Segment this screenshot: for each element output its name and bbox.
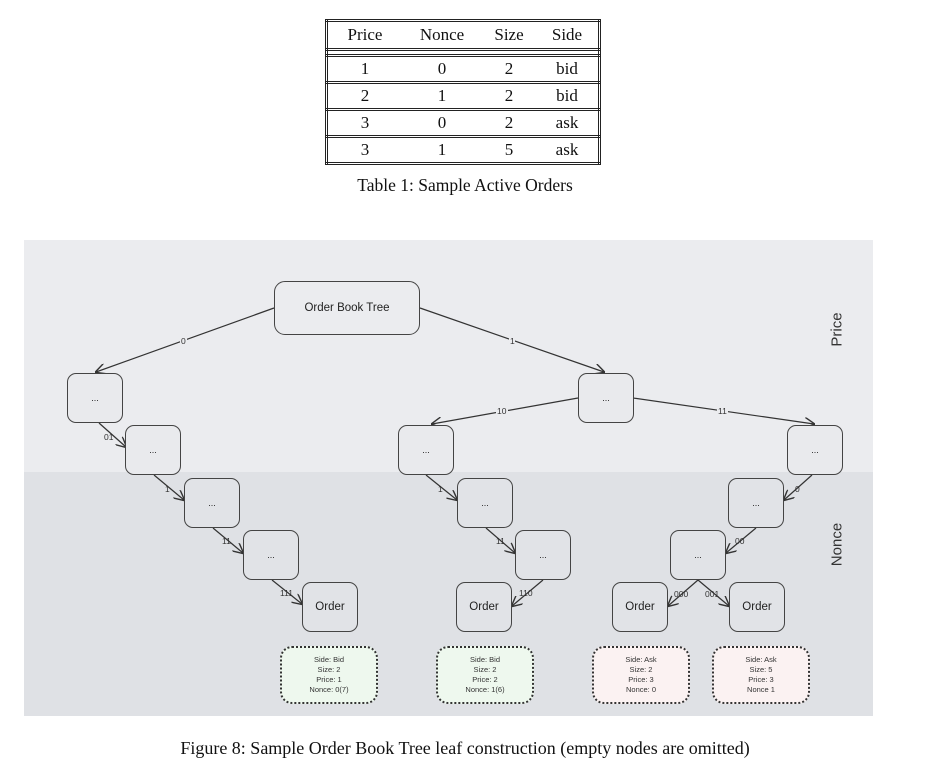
cell-nonce: 1 xyxy=(437,140,447,159)
cell-size: 2 xyxy=(504,86,514,105)
cell-side: ask xyxy=(555,140,579,159)
inner-node: ... xyxy=(243,530,299,580)
leaf-size: Size: 2 xyxy=(473,665,497,674)
nonce-band-label: Nonce xyxy=(828,522,846,567)
root-node-order-book-tree: Order Book Tree xyxy=(274,281,420,335)
cell-side: ask xyxy=(555,113,579,132)
leaf-price: Price: 1 xyxy=(316,675,342,684)
leaf-side: Side: Bid xyxy=(313,655,345,664)
inner-node: ... xyxy=(457,478,513,528)
column-header-size: Size xyxy=(494,25,524,44)
sample-orders-table-wrap: Price Nonce Size Side 1 0 2 bid 2 1 2 bi… xyxy=(325,19,601,165)
cell-nonce: 0 xyxy=(437,113,447,132)
leaf-order-details: Side: Ask Size: 2 Price: 3 Nonce: 0 xyxy=(592,646,690,704)
table-row: 3 1 5 ask xyxy=(326,136,600,164)
cell-nonce: 1 xyxy=(437,86,447,105)
inner-node: ... xyxy=(125,425,181,475)
leaf-nonce: Nonce: 0(7) xyxy=(309,685,349,694)
inner-node: ... xyxy=(398,425,454,475)
leaf-side: Side: Ask xyxy=(745,655,777,664)
figure-caption: Figure 8: Sample Order Book Tree leaf co… xyxy=(180,738,750,758)
inner-node: ... xyxy=(578,373,634,423)
table-row: 3 0 2 ask xyxy=(326,109,600,137)
leaf-side: Side: Ask xyxy=(625,655,657,664)
cell-side: bid xyxy=(556,59,578,78)
leaf-size: Size: 2 xyxy=(317,665,341,674)
cell-price: 2 xyxy=(360,86,370,105)
order-node: Order xyxy=(302,582,358,632)
leaf-price: Price: 2 xyxy=(472,675,498,684)
table-row: 1 0 2 bid xyxy=(326,55,600,83)
inner-node: ... xyxy=(787,425,843,475)
inner-node: ... xyxy=(728,478,784,528)
table-caption: Table 1: Sample Active Orders xyxy=(357,175,573,195)
cell-size: 2 xyxy=(504,59,514,78)
column-header-side: Side xyxy=(551,25,583,44)
inner-node: ... xyxy=(184,478,240,528)
leaf-nonce: Nonce: 0 xyxy=(625,685,657,694)
cell-price: 1 xyxy=(360,59,370,78)
leaf-price: Price: 3 xyxy=(748,675,774,684)
leaf-price: Price: 3 xyxy=(628,675,654,684)
table-row: 2 1 2 bid xyxy=(326,82,600,110)
price-band-label: Price xyxy=(828,312,846,347)
order-node: Order xyxy=(729,582,785,632)
leaf-order-details: Side: Ask Size: 5 Price: 3 Nonce 1 xyxy=(712,646,810,704)
leaf-nonce: Nonce 1 xyxy=(747,685,775,694)
inner-node: ... xyxy=(670,530,726,580)
cell-size: 5 xyxy=(504,140,514,159)
cell-price: 3 xyxy=(360,140,370,159)
leaf-order-details: Side: Bid Size: 2 Price: 1 Nonce: 0(7) xyxy=(280,646,378,704)
inner-node: ... xyxy=(515,530,571,580)
order-node: Order xyxy=(456,582,512,632)
column-header-nonce: Nonce xyxy=(419,25,465,44)
leaf-side: Side: Bid xyxy=(469,655,501,664)
cell-nonce: 0 xyxy=(437,59,447,78)
column-header-price: Price xyxy=(347,25,383,44)
leaf-size: Size: 5 xyxy=(749,665,773,674)
cell-price: 3 xyxy=(360,113,370,132)
leaf-size: Size: 2 xyxy=(629,665,653,674)
leaf-nonce: Nonce: 1(6) xyxy=(465,685,505,694)
order-node: Order xyxy=(612,582,668,632)
cell-side: bid xyxy=(556,86,578,105)
table-header-row: Price Nonce Size Side xyxy=(326,20,600,50)
leaf-order-details: Side: Bid Size: 2 Price: 2 Nonce: 1(6) xyxy=(436,646,534,704)
cell-size: 2 xyxy=(504,113,514,132)
sample-active-orders-table: Price Nonce Size Side 1 0 2 bid 2 1 2 bi… xyxy=(325,19,601,165)
inner-node: ... xyxy=(67,373,123,423)
